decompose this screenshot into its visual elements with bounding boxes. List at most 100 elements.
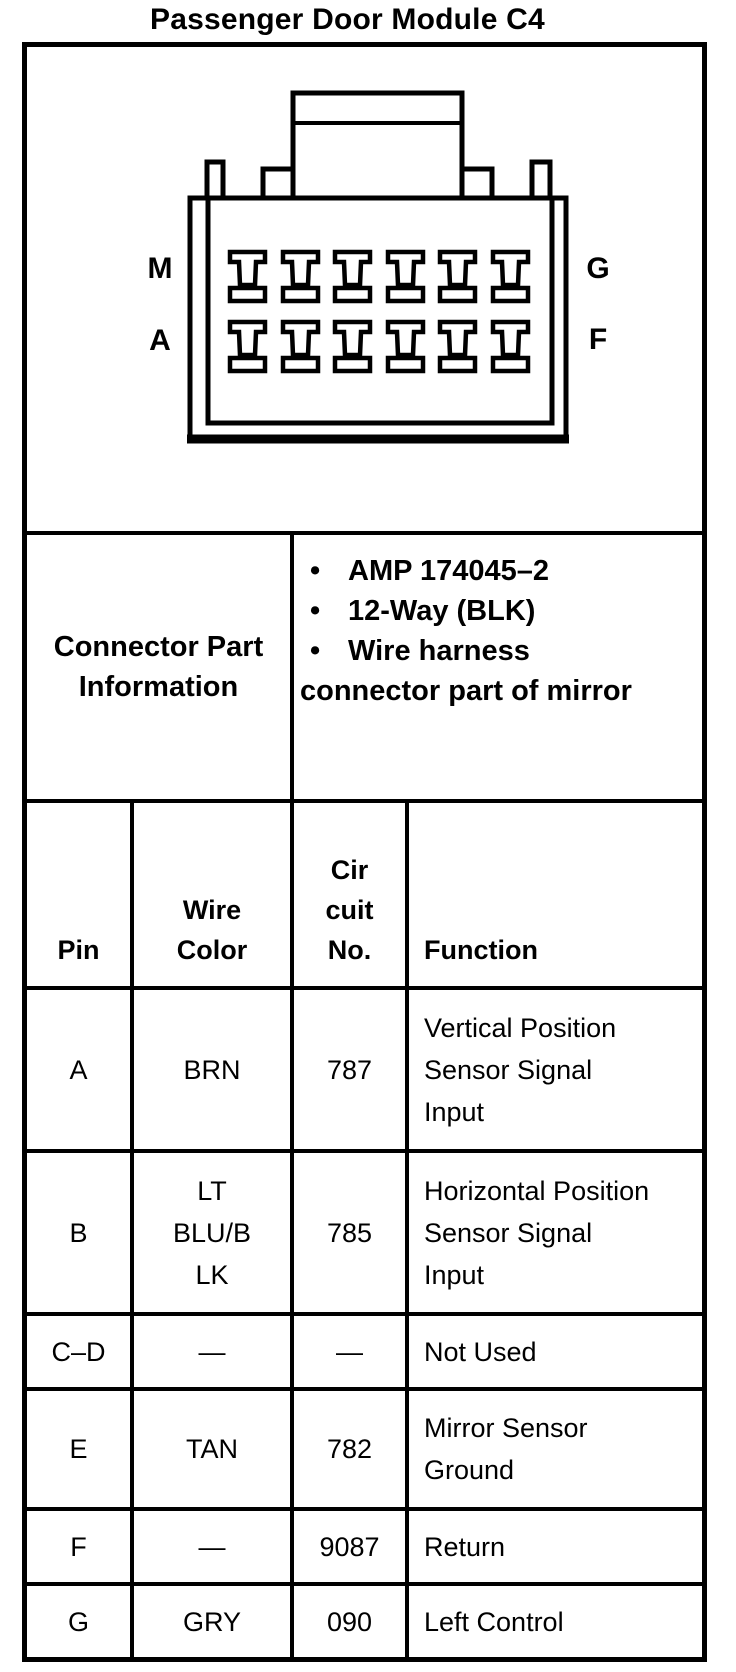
pin-label-top-left: M: [148, 252, 173, 285]
wire-color-cell-line: GRY: [182, 1606, 242, 1637]
bullet-text: 12-Way (BLK): [348, 595, 536, 627]
function-cell-line: Mirror Sensor: [424, 1413, 588, 1443]
wire-color-cell-line: LK: [195, 1259, 229, 1290]
pin-cell: C–D: [27, 1316, 130, 1387]
connector-drawing: M A G F: [148, 90, 610, 444]
part-info-label-line: Information: [78, 671, 239, 703]
wire-color-cell-line: —: [198, 1531, 226, 1562]
connector-diagram-cell: M A G F: [27, 47, 702, 531]
function-cell-line: Left Control: [424, 1606, 564, 1637]
connector-tab-right: [529, 159, 553, 201]
function-cell: Left Control: [405, 1586, 702, 1657]
bullet-text: AMP 174045–2: [348, 555, 550, 587]
connector-tab-left: [204, 159, 226, 201]
connector-terminal: [230, 252, 265, 301]
wire-color-cell: BRN: [130, 990, 290, 1149]
pin-cell-line: A: [69, 1054, 88, 1085]
circuit-no-cell: 785: [290, 1153, 405, 1312]
pin-cell-line: B: [69, 1217, 88, 1248]
bullet-icon: •: [310, 555, 321, 587]
connector-terminal: [283, 252, 318, 301]
circuit-no-cell-line: —: [336, 1336, 363, 1367]
wire-color-cell: LT BLU/B LK: [130, 1153, 290, 1312]
wire-color-cell-line: LT: [197, 1175, 227, 1206]
circuit-no-cell-line: 782: [326, 1434, 373, 1464]
connector-terminal: [388, 322, 423, 371]
wire-color-cell-line: BLU/B: [172, 1217, 252, 1248]
connector-terminal: [230, 322, 265, 371]
header-line: Function: [424, 935, 538, 965]
function-cell-line: Return: [424, 1531, 506, 1562]
part-info-details: •AMP 174045–2•12-Way (BLK)•Wire harness …: [290, 535, 702, 799]
function-cell-line: Input: [424, 1259, 485, 1290]
header-line: Wire: [182, 895, 242, 925]
function-cell-line: Sensor Signal: [424, 1054, 593, 1085]
pin-cell: A: [27, 990, 130, 1149]
pin-cell: F: [27, 1511, 130, 1582]
connector-housing-outer: [187, 195, 569, 444]
connector-terminal: [440, 252, 475, 301]
function-cell-line: Sensor Signal: [424, 1217, 593, 1248]
connector-terminal: [388, 252, 423, 301]
circuit-no-cell-line: 787: [326, 1054, 373, 1085]
pin-cell-line: E: [69, 1434, 88, 1464]
connector-terminal: [440, 322, 475, 371]
header-cell-function: Function: [405, 803, 702, 986]
connector-terminal: [283, 322, 318, 371]
wire-color-cell-line: TAN: [186, 1434, 238, 1464]
connector-terminal: [493, 252, 528, 301]
pin-cell: E: [27, 1391, 130, 1507]
wire-color-cell: GRY: [130, 1586, 290, 1657]
function-cell-line: Vertical Position: [424, 1012, 617, 1043]
wire-color-cell: TAN: [130, 1391, 290, 1507]
header-line: Cir: [330, 855, 369, 885]
table-row: F — 9087 Return: [27, 1507, 702, 1582]
connector-terminal: [493, 322, 528, 371]
pin-cell-line: G: [67, 1606, 89, 1637]
part-info-label-line: Connector Part: [53, 631, 264, 663]
pin-label-top-right: G: [586, 252, 609, 285]
page-title: Passenger Door Module C4: [150, 3, 545, 36]
part-info-continuation: connector part of mirror: [300, 675, 632, 707]
circuit-no-cell-line: 090: [326, 1606, 373, 1637]
circuit-no-cell: 090: [290, 1586, 405, 1657]
part-info-bullet-list: •AMP 174045–2•12-Way (BLK)•Wire harness: [294, 551, 702, 671]
connector-terminal: [335, 322, 370, 371]
table-row: C–D——Not Used: [27, 1312, 702, 1387]
connector-housing-inner: [205, 195, 555, 426]
part-info-bullet-item: • 12-Way (BLK): [294, 591, 702, 631]
circuit-no-cell-line: 9087: [319, 1531, 380, 1562]
function-cell-line: Horizontal Position: [424, 1175, 650, 1206]
circuit-no-cell: —: [290, 1316, 405, 1387]
bullet-icon: •: [310, 635, 321, 667]
pin-cell: B: [27, 1153, 130, 1312]
table-row: G GRY 090 Left Control: [27, 1582, 702, 1657]
header-line: Color: [176, 935, 248, 965]
function-cell-line: Not Used: [424, 1336, 537, 1367]
pin-cell-line: F: [70, 1531, 87, 1562]
terminal-grid: [230, 252, 528, 371]
connector-terminal: [335, 252, 370, 301]
circuit-no-cell: 787: [290, 990, 405, 1149]
bullet-icon: •: [310, 595, 321, 627]
connector-bump-right: [459, 166, 495, 201]
circuit-no-cell-line: 785: [326, 1217, 373, 1248]
function-cell: Return: [405, 1511, 702, 1582]
wire-color-cell: —: [130, 1511, 290, 1582]
function-cell: Not Used: [405, 1316, 702, 1387]
function-cell-line: Input: [424, 1096, 485, 1127]
pin-cell-line: C–D: [51, 1336, 106, 1367]
header-line: No.: [327, 935, 372, 965]
